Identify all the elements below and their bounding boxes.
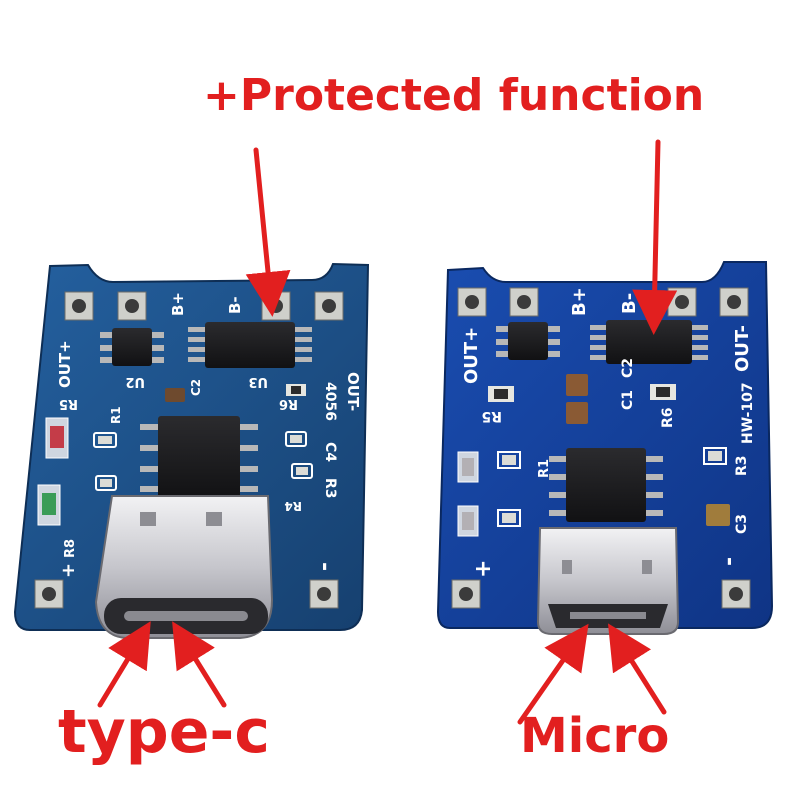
arrow-icon [607, 623, 667, 715]
usb-type-c-connector-icon [94, 495, 274, 639]
protected-function-callout: +Protected function [203, 70, 705, 121]
right-pads [451, 287, 751, 609]
right-silk-r5: R5 [481, 408, 502, 424]
right-silk-out-plus: OUT+ [461, 327, 482, 384]
left-silk-minus: - [312, 562, 337, 571]
right-chip-charger [549, 448, 663, 522]
right-silk-r1: R1 [537, 459, 552, 478]
arrow-icon [517, 623, 589, 725]
left-silk-b-plus: B+ [169, 292, 187, 316]
right-chip-small [496, 322, 560, 360]
left-silk-4056: 4056 [322, 382, 338, 421]
arrow-icon [632, 139, 678, 335]
left-silk-out-minus: OUT- [344, 372, 362, 411]
arrow-icon [172, 621, 227, 708]
left-silk-c2: C2 [189, 379, 203, 396]
type-c-label: type-c [58, 697, 270, 767]
left-silk-r6: R6 [279, 396, 298, 411]
right-silk-c3: C3 [734, 514, 750, 534]
right-silk-out-minus: OUT- [732, 325, 753, 372]
right-silk-r6: R6 [660, 407, 676, 428]
left-chip-tp4056 [140, 416, 258, 500]
left-chip-u3 [188, 322, 312, 368]
right-silk-r3: R3 [734, 455, 750, 476]
left-silk-r5: R5 [59, 396, 78, 411]
right-board: OUT+ B+ B- OUT- R5 C1 C2 R6 HW-107 R1 R3… [436, 261, 774, 635]
left-silk-r4: R4 [284, 499, 302, 513]
arrow-icon [245, 147, 291, 317]
left-silk-b-minus: B- [226, 296, 244, 314]
annotation-arrows [97, 139, 678, 725]
left-silk-r3: R3 [322, 478, 338, 499]
left-silk-plus: + [58, 563, 79, 578]
arrow-icon [97, 621, 151, 708]
right-silk-c1: C1 [620, 390, 636, 410]
right-chip-protection [590, 320, 708, 364]
left-silk-out-plus: OUT+ [56, 340, 74, 388]
right-silk-hw107: HW-107 [740, 382, 756, 444]
left-silk-r1: R1 [109, 406, 123, 424]
left-silk-u2: U2 [125, 374, 145, 389]
right-silk-plus: + [471, 560, 496, 578]
left-silk-u3: U3 [248, 374, 268, 389]
left-board: OUT+ B+ B- OUT- U2 U3 R5 R6 R1 C2 4056 C… [13, 262, 370, 639]
left-chip-u2 [100, 328, 164, 366]
micro-usb-connector-icon [536, 527, 680, 635]
right-silk-b-minus: B- [619, 293, 640, 314]
right-silk-minus: - [717, 557, 742, 566]
right-silk-b-plus: B+ [569, 287, 590, 316]
left-silk-r8: R8 [63, 539, 78, 558]
micro-label: Micro [520, 708, 670, 764]
right-silk-c2: C2 [620, 358, 636, 378]
left-silk-c4: C4 [322, 442, 338, 462]
